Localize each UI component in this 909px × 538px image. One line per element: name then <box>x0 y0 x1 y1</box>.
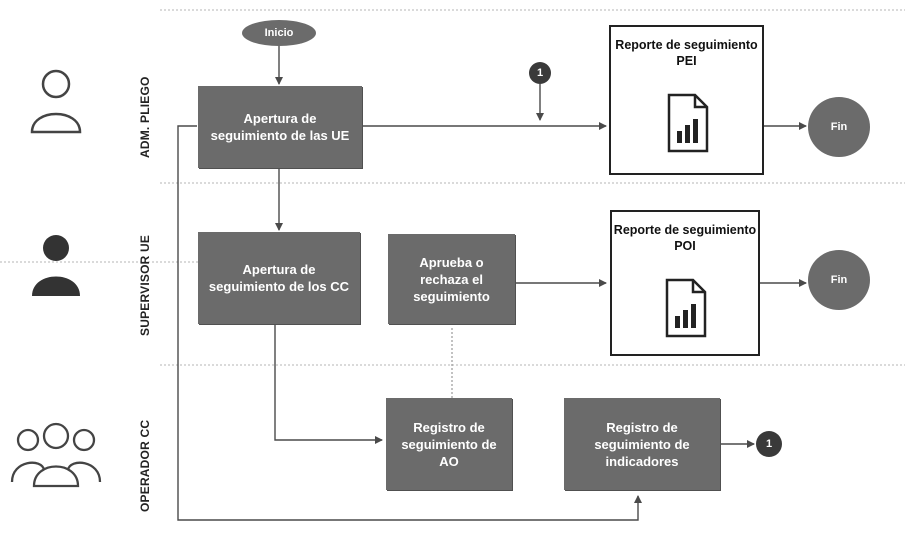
report-document-icon <box>665 278 707 338</box>
process-aprueba-rechaza: Aprueba o rechaza el seguimiento <box>388 234 515 324</box>
process-registro-indicadores: Registro de seguimiento de indicadores <box>564 398 720 490</box>
report-poi-title: Reporte de seguimiento POI <box>613 223 757 253</box>
group-people-icon <box>10 422 102 488</box>
connector-bottom: 1 <box>756 431 782 457</box>
report-poi: Reporte de seguimiento POI <box>610 210 760 356</box>
person-filled-icon <box>32 235 80 296</box>
lane-label-adm-pliego: ADM. PLIEGO <box>138 76 152 158</box>
end-node-pei: Fin <box>808 97 870 157</box>
process-apertura-cc: Apertura de seguimiento de los CC <box>198 232 360 324</box>
report-document-icon <box>667 93 708 153</box>
arrow-cc-to-ao <box>274 324 383 444</box>
report-pei: Reporte de seguimiento PEI <box>609 25 764 175</box>
arrow-feedback-loop <box>177 125 642 521</box>
process-apertura-ue: Apertura de seguimiento de las UE <box>198 86 362 168</box>
process-registro-ao: Registro de seguimiento de AO <box>386 398 512 490</box>
start-node: Inicio <box>242 20 316 46</box>
connector-top: 1 <box>529 62 551 84</box>
lane-label-operador-cc: OPERADOR CC <box>138 419 152 512</box>
lane-label-supervisor-ue: SUPERVISOR UE <box>138 234 152 336</box>
person-outline-icon <box>30 69 82 134</box>
end-node-poi: Fin <box>808 250 870 310</box>
report-pei-title: Reporte de seguimiento PEI <box>615 38 758 68</box>
